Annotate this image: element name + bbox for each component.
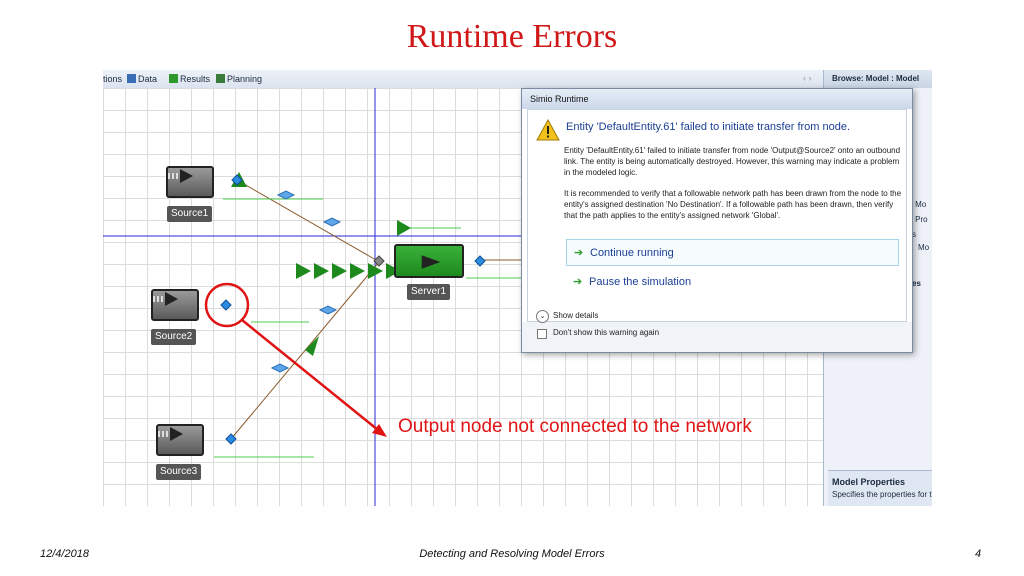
- annotation-arrow: [241, 319, 379, 431]
- output-node-source2[interactable]: [220, 299, 232, 311]
- slide-title: Runtime Errors: [406, 18, 618, 55]
- command-label: Continue running: [590, 247, 674, 259]
- source2-object[interactable]: [151, 289, 199, 321]
- model-properties-box: Model Properties Specifies the propertie…: [828, 470, 932, 506]
- dialog-titlebar[interactable]: Simio Runtime: [522, 89, 912, 109]
- annotation-text: Output node not connected to the network: [398, 416, 752, 437]
- path-link[interactable]: [236, 179, 377, 261]
- show-details-link[interactable]: Show details: [553, 311, 599, 320]
- output-node-server1[interactable]: [474, 255, 486, 267]
- source-arrow-icon: [158, 427, 183, 441]
- dialog-body: Entity 'DefaultEntity.61' failed to init…: [527, 109, 907, 322]
- entity-triangle: [350, 263, 365, 279]
- scroll-arrow-icon[interactable]: ‹ ›: [803, 73, 812, 83]
- green-arrow-icon: ➔: [573, 276, 583, 288]
- source-arrow-icon: [168, 169, 193, 183]
- panel-fragment: ed Pro: [904, 215, 928, 224]
- entity-triangle: [332, 263, 347, 279]
- entity-triangle: [296, 263, 311, 279]
- table-icon: [127, 74, 136, 83]
- entity-marker: [276, 190, 296, 200]
- footer-date: 12/4/2018: [40, 548, 89, 560]
- footer-title: Detecting and Resolving Model Errors: [419, 548, 605, 560]
- entity-marker: [270, 363, 290, 373]
- ribbon-tabs: tions Data Results Planning ‹ ›: [103, 70, 823, 89]
- panel-fragment: ed Mo: [904, 200, 927, 209]
- tab-label: Data: [138, 74, 158, 84]
- source3-label: Source3: [156, 464, 202, 480]
- chevron-down-icon[interactable]: ⌄: [536, 310, 549, 323]
- source3-object[interactable]: [156, 424, 204, 456]
- server1-label: Server1: [407, 284, 451, 300]
- warning-icon: [536, 119, 560, 141]
- tab-operations[interactable]: tions: [103, 73, 122, 86]
- tab-label: tions: [103, 74, 123, 84]
- entity-triangle: [305, 336, 319, 356]
- source2-label: Source2: [151, 329, 197, 345]
- command-label: Pause the simulation: [589, 276, 692, 288]
- panel-fragment: es: [912, 279, 921, 288]
- model-properties-desc: Specifies the properties for t: [832, 490, 932, 499]
- dont-show-checkbox[interactable]: [537, 329, 547, 339]
- panel-fragment: Mo: [918, 243, 930, 252]
- dialog-paragraph-2: It is recommended to verify that a follo…: [564, 189, 902, 220]
- tab-label: Results: [180, 74, 211, 84]
- source-arrow-icon: [153, 292, 178, 306]
- model-properties-title: Model Properties: [832, 477, 906, 487]
- dialog-title: Simio Runtime: [530, 94, 589, 104]
- panel-fragment: s: [912, 230, 916, 239]
- source1-label: Source1: [167, 206, 213, 222]
- highlight-circle: [204, 282, 250, 328]
- tab-results[interactable]: Results: [169, 73, 210, 86]
- pause-simulation-button[interactable]: ➔ Pause the simulation: [566, 269, 899, 296]
- entity-triangle: [314, 263, 329, 279]
- input-node-server1[interactable]: [373, 255, 385, 267]
- browse-header: Browse: Model : Model: [824, 70, 932, 88]
- annotation-arrowhead: [372, 424, 387, 437]
- entity-triangle: [368, 263, 383, 279]
- tab-label: Planning: [227, 74, 263, 84]
- dont-show-label: Don't show this warning again: [553, 328, 660, 337]
- tab-data[interactable]: Data: [127, 73, 157, 86]
- dialog-heading: Entity 'DefaultEntity.61' failed to init…: [566, 121, 851, 133]
- planning-icon: [216, 74, 225, 83]
- tab-planning[interactable]: Planning: [216, 73, 262, 86]
- server-play-icon: [421, 255, 441, 269]
- dialog-paragraph-1: Entity 'DefaultEntity.61' failed to init…: [564, 146, 901, 177]
- source1-object[interactable]: [166, 166, 214, 198]
- runtime-warning-dialog: Simio Runtime Entity 'DefaultEntity.61' …: [521, 88, 913, 353]
- continue-running-button[interactable]: ➔ Continue running: [566, 239, 899, 266]
- entity-marker: [322, 217, 342, 227]
- output-node-source3[interactable]: [225, 433, 237, 445]
- results-icon: [169, 74, 178, 83]
- output-node-source1[interactable]: [231, 174, 243, 186]
- facility-drawing: [103, 88, 823, 506]
- entity-marker: [318, 305, 338, 315]
- green-arrow-icon: ➔: [574, 247, 584, 259]
- entity-triangle: [397, 220, 411, 236]
- footer-page-number: 4: [975, 548, 982, 560]
- dialog-footer: ⌄ Show details Don't show this warning a…: [522, 310, 912, 352]
- server1-object[interactable]: [394, 244, 464, 278]
- entity-triangle: [386, 263, 401, 279]
- path-link[interactable]: [230, 261, 380, 440]
